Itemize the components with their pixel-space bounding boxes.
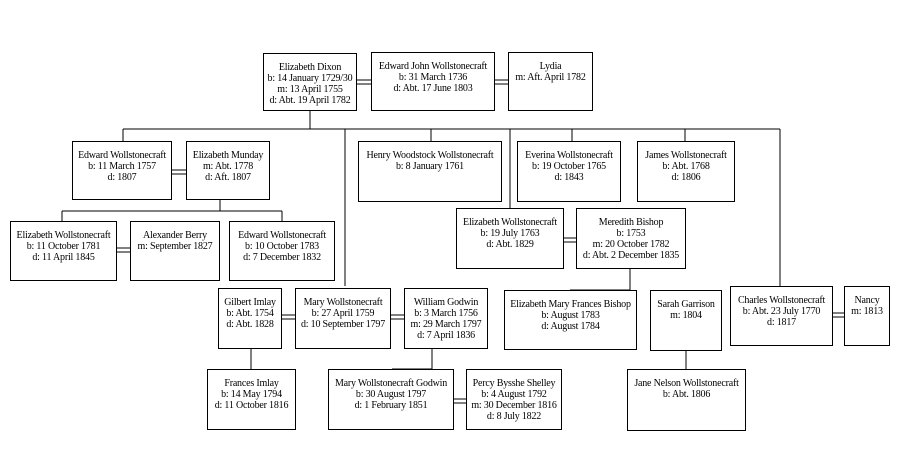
person-detail: d: 8 July 1822 (486, 411, 542, 422)
person-detail: m: 1804 (670, 310, 702, 321)
person-name: Jane Nelson Wollstonecraft (634, 378, 739, 389)
person-elizabeth-dixon[interactable]: Elizabeth Dixon b: 14 January 1729/30 m:… (263, 53, 357, 111)
person-edward-wollstonecraft-1757[interactable]: Edward Wollstonecraft b: 11 March 1757 d… (72, 141, 172, 200)
person-detail: b: 11 March 1757 (88, 161, 156, 172)
person-name: Charles Wollstonecraft (737, 295, 826, 306)
person-detail: d: 1807 (107, 172, 137, 183)
person-detail: b: 10 October 1783 (245, 241, 319, 252)
person-detail: m: 29 March 1797 (410, 319, 482, 330)
person-name: Elizabeth Mary Frances Bishop (510, 299, 631, 310)
person-james-wollstonecraft[interactable]: James Wollstonecraft b: Abt. 1768 d: 180… (637, 141, 735, 202)
person-name: Mary Wollstonecraft (303, 297, 383, 308)
person-detail: d: 1 February 1851 (354, 400, 428, 411)
person-detail: b: 1753 (616, 228, 646, 239)
person-detail: d: Aft. 1807 (205, 172, 251, 183)
person-detail: d: 1817 (767, 317, 796, 328)
person-lydia[interactable]: Lydia m: Aft. April 1782 (508, 52, 593, 111)
person-detail: b: 30 August 1797 (355, 389, 427, 400)
person-detail: b: 19 October 1765 (532, 161, 606, 172)
person-detail: d: Abt. 17 June 1803 (393, 83, 473, 94)
person-detail: d: 10 September 1797 (300, 319, 386, 330)
person-detail: b: August 1783 (541, 310, 600, 321)
person-detail: b: 27 April 1759 (311, 308, 375, 319)
person-name: Elizabeth Munday (192, 150, 264, 161)
person-gilbert-imlay[interactable]: Gilbert Imlay b: Abt. 1754 d: Abt. 1828 (218, 288, 282, 349)
person-name: Alexander Berry (143, 230, 207, 241)
person-name: Percy Bysshe Shelley (472, 378, 556, 389)
person-detail: b: 31 March 1736 (398, 72, 468, 83)
person-mary-wollstonecraft-godwin[interactable]: Mary Wollstonecraft Godwin b: 30 August … (328, 369, 454, 430)
person-detail: b: Abt. 1754 (226, 308, 274, 319)
person-elizabeth-wollstonecraft-1763[interactable]: Elizabeth Wollstonecraft b: 19 July 1763… (456, 208, 564, 269)
person-detail: d: 7 December 1832 (243, 252, 321, 263)
person-detail: b: 19 July 1763 (480, 228, 540, 239)
person-detail: b: 3 March 1756 (414, 308, 478, 319)
person-detail: m: 13 April 1755 (277, 84, 343, 95)
person-name: Mary Wollstonecraft Godwin (334, 378, 448, 389)
person-detail: d: Abt. 2 December 1835 (582, 250, 680, 261)
person-name: Everina Wollstonecraft (525, 150, 613, 161)
person-detail: m: 20 October 1782 (592, 239, 670, 250)
person-detail: b: Abt. 1806 (662, 389, 711, 400)
person-william-godwin[interactable]: William Godwin b: 3 March 1756 m: 29 Mar… (404, 288, 488, 349)
person-detail: m: Aft. April 1782 (515, 72, 586, 83)
person-detail: d: 7 April 1836 (417, 330, 475, 341)
person-name: William Godwin (413, 297, 479, 308)
person-everina-wollstonecraft[interactable]: Everina Wollstonecraft b: 19 October 176… (517, 141, 621, 202)
person-name: Elizabeth Wollstonecraft (463, 217, 557, 228)
person-name: Elizabeth Wollstonecraft (16, 230, 111, 241)
person-detail: b: 4 August 1792 (481, 389, 547, 400)
person-name: Meredith Bishop (598, 217, 664, 228)
person-name: Frances Imlay (224, 378, 279, 389)
person-name: James Wollstonecraft (645, 150, 727, 161)
person-detail: d: Abt. 1829 (486, 239, 534, 250)
person-henry-woodstock-wollstonecraft[interactable]: Henry Woodstock Wollstonecraft b: 8 Janu… (358, 141, 502, 202)
person-nancy[interactable]: Nancy m: 1813 (844, 286, 890, 346)
person-name: Elizabeth Dixon (278, 62, 342, 73)
person-name: Gilbert Imlay (224, 297, 276, 308)
person-detail: b: Abt. 1768 (662, 161, 710, 172)
person-frances-imlay[interactable]: Frances Imlay b: 14 May 1794 d: 11 Octob… (207, 369, 296, 430)
person-alexander-berry[interactable]: Alexander Berry m: September 1827 (130, 221, 220, 281)
person-name: Sarah Garrison (657, 299, 715, 310)
person-detail: m: September 1827 (137, 241, 213, 252)
person-jane-nelson-wollstonecraft[interactable]: Jane Nelson Wollstonecraft b: Abt. 1806 (627, 369, 746, 431)
person-detail: m: Abt. 1778 (202, 161, 254, 172)
person-elizabeth-mary-frances-bishop[interactable]: Elizabeth Mary Frances Bishop b: August … (504, 290, 637, 350)
person-detail: d: 11 April 1845 (32, 252, 95, 263)
person-detail: m: 30 December 1816 (471, 400, 557, 411)
person-name: Nancy (854, 295, 880, 306)
person-mary-wollstonecraft[interactable]: Mary Wollstonecraft b: 27 April 1759 d: … (295, 288, 391, 349)
person-name: Henry Woodstock Wollstonecraft (366, 150, 494, 161)
person-detail: d: August 1784 (541, 321, 600, 332)
person-name: Edward John Wollstonecraft (378, 61, 488, 72)
person-detail: b: Abt. 23 July 1770 (742, 306, 821, 317)
person-detail: m: 1813 (851, 306, 883, 317)
person-charles-wollstonecraft[interactable]: Charles Wollstonecraft b: Abt. 23 July 1… (730, 286, 833, 346)
person-percy-bysshe-shelley[interactable]: Percy Bysshe Shelley b: 4 August 1792 m:… (466, 369, 562, 430)
person-name: Lydia (539, 61, 562, 72)
person-elizabeth-wollstonecraft-1781[interactable]: Elizabeth Wollstonecraft b: 11 October 1… (10, 221, 117, 281)
person-elizabeth-munday[interactable]: Elizabeth Munday m: Abt. 1778 d: Aft. 18… (186, 141, 270, 200)
person-name: Edward Wollstonecraft (238, 230, 326, 241)
person-name: Edward Wollstonecraft (78, 150, 166, 161)
person-detail: b: 14 May 1794 (221, 389, 282, 400)
person-detail: b: 14 January 1729/30 (267, 73, 353, 84)
person-detail: d: Abt. 1828 (226, 319, 274, 330)
person-detail: d: 1843 (554, 172, 584, 183)
person-detail: d: 1806 (671, 172, 701, 183)
person-edward-wollstonecraft-1783[interactable]: Edward Wollstonecraft b: 10 October 1783… (229, 221, 335, 281)
person-sarah-garrison[interactable]: Sarah Garrison m: 1804 (650, 290, 722, 351)
person-edward-john-wollstonecraft[interactable]: Edward John Wollstonecraft b: 31 March 1… (371, 52, 495, 111)
person-detail: d: 11 October 1816 (214, 400, 289, 411)
person-meredith-bishop[interactable]: Meredith Bishop b: 1753 m: 20 October 17… (576, 208, 686, 269)
person-detail: b: 8 January 1761 (396, 161, 464, 172)
person-detail: b: 11 October 1781 (26, 241, 101, 252)
person-detail: d: Abt. 19 April 1782 (269, 95, 351, 106)
